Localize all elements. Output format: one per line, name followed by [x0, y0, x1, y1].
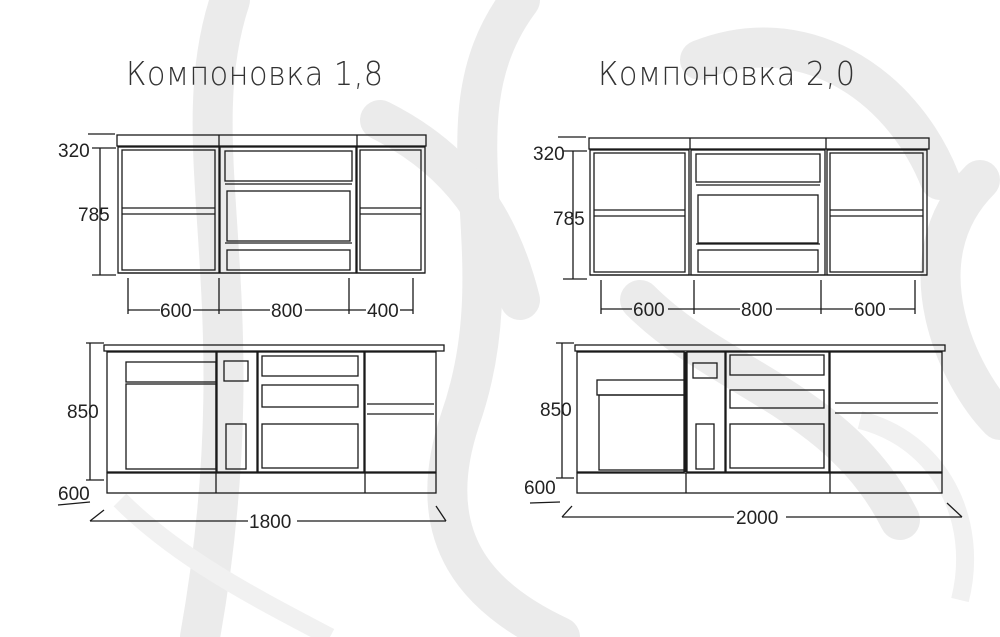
upper-dimensions-2-0: [558, 136, 916, 314]
dim-lower-depth-2-0: 600: [524, 478, 556, 499]
upper-cabinets-1-8: [116, 134, 427, 274]
lower-cabinets-1-8: [103, 344, 445, 494]
layout-title-2-0: Компоновка 2,0: [598, 54, 856, 93]
dim-upper-width-1-1-8: 600: [160, 301, 192, 322]
upper-cabinets-2-0: [588, 137, 930, 276]
lower-dimensions-2-0: [529, 342, 963, 518]
dim-upper-width-2-1-8: 800: [271, 301, 303, 322]
dim-upper-height-1-8: 785: [78, 205, 110, 226]
dim-upper-height-2-0: 785: [553, 209, 585, 230]
dim-upper-depth-1-8: 320: [58, 141, 90, 162]
lower-dimensions-1-8: [57, 342, 447, 522]
upper-dimensions-1-8: [88, 133, 414, 314]
dim-upper-width-1-2-0: 600: [633, 300, 665, 321]
dim-total-width-2-0: 2000: [736, 508, 778, 529]
dim-upper-width-3-1-8: 400: [367, 301, 399, 322]
dim-upper-width-2-2-0: 800: [741, 300, 773, 321]
dim-total-width-1-8: 1800: [249, 512, 291, 533]
dim-lower-height-2-0: 850: [540, 400, 572, 421]
layout-title-1-8: Компоновка 1,8: [126, 54, 384, 93]
dim-upper-depth-2-0: 320: [533, 144, 565, 165]
dim-lower-height-1-8: 850: [67, 402, 99, 423]
lower-cabinets-2-0: [574, 344, 946, 494]
dim-lower-depth-1-8: 600: [58, 484, 90, 505]
dim-upper-width-3-2-0: 600: [854, 300, 886, 321]
